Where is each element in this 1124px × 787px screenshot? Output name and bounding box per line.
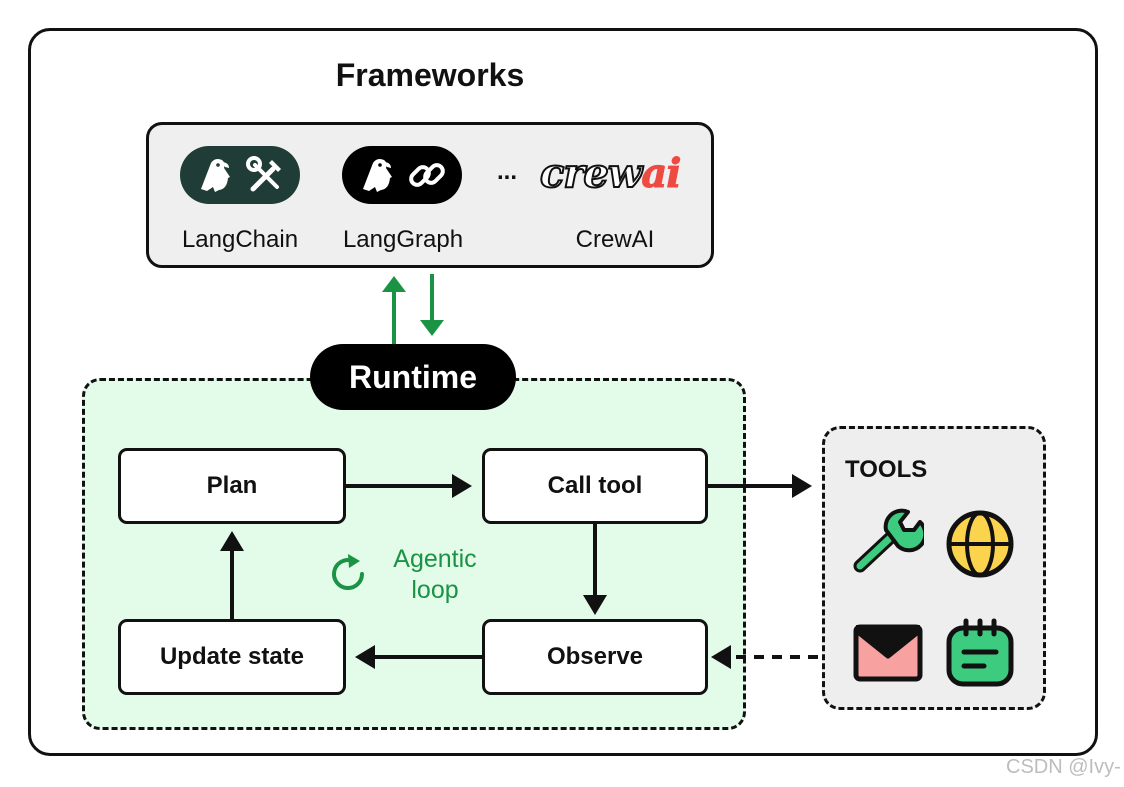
- more-frameworks-ellipsis: ...: [497, 158, 518, 185]
- plan-step: Plan: [118, 448, 346, 524]
- runtime-label: Runtime: [310, 344, 516, 410]
- crewai-logo-text: crew: [539, 149, 643, 198]
- langgraph-logo: [342, 146, 462, 204]
- parrot-icon: [201, 159, 230, 192]
- crewai-label: CrewAI: [575, 226, 655, 253]
- agentic-loop-label: Agentic loop: [376, 544, 494, 606]
- observe-step: Observe: [482, 619, 708, 695]
- langchain-logo: [180, 146, 300, 204]
- tools-label: TOOLS: [845, 456, 928, 483]
- notepad-icon: [946, 618, 1014, 687]
- agentic-loop-line2: loop: [411, 576, 459, 604]
- refresh-icon: [332, 554, 364, 590]
- crewai-logo-accent: ai: [641, 150, 682, 198]
- globe-icon: [946, 510, 1014, 578]
- langgraph-label: LangGraph: [342, 226, 464, 253]
- parrot-icon: [363, 159, 392, 192]
- link-icon: [409, 163, 445, 187]
- framework-runtime-arrows: [382, 274, 444, 346]
- wrench-icon: [853, 508, 924, 573]
- frameworks-title: Frameworks: [335, 57, 525, 93]
- crewai-logo: crewai: [539, 149, 682, 198]
- langchain-label: LangChain: [181, 226, 299, 253]
- mail-icon: [853, 624, 923, 682]
- outer-frame: [28, 28, 1098, 756]
- agentic-loop-line1: Agentic: [393, 545, 477, 573]
- update-state-step: Update state: [118, 619, 346, 695]
- watermark: CSDN @Ivy-: [1006, 756, 1121, 778]
- tools-crossed-icon: [246, 156, 281, 192]
- call-tool-step: Call tool: [482, 448, 708, 524]
